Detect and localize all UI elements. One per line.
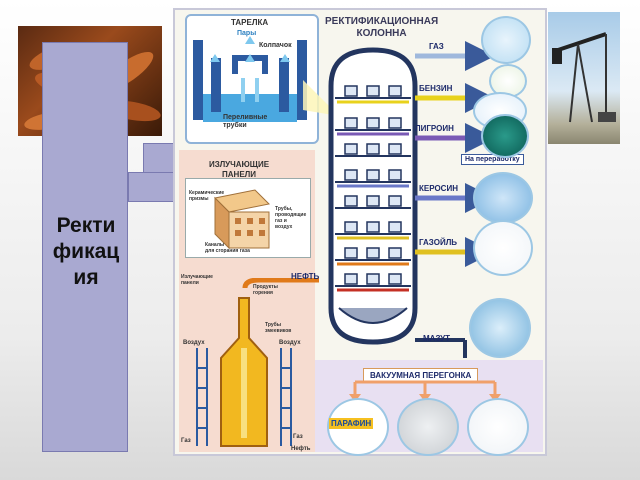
ceramic-prisms-line: призмы — [189, 196, 209, 202]
oil-pump-illustration — [552, 32, 616, 123]
gears-icon — [397, 398, 459, 456]
fraction-kerosin: КЕРОСИН — [419, 184, 458, 193]
combustion-products-label: Продукты горения — [253, 284, 278, 296]
distillation-diagram: ТАРЕЛКА Пары Колпачок Переливные трубки … — [173, 8, 547, 456]
barrel-icon — [481, 114, 529, 158]
title-panel: Ректи фикац ия — [42, 42, 128, 452]
gas-left-label: Газ — [181, 438, 191, 444]
fraction-gasoil: ГАЗОЙЛЬ — [419, 238, 458, 247]
column-illustration — [328, 47, 418, 345]
tray-overflow-label: Переливные трубки — [223, 114, 267, 130]
radiant-panels-line: Излучающие — [181, 274, 213, 280]
ship-icon — [469, 298, 531, 358]
gas-tank-icon — [481, 16, 531, 64]
tray-overflow-line: Переливные — [223, 114, 268, 121]
main-title-line: КОЛОННА — [356, 28, 407, 39]
tray-illustration — [193, 36, 307, 122]
tray-title: ТАРЕЛКА — [231, 18, 269, 27]
combustion-products-line: горения — [253, 290, 273, 296]
furnace-title: ИЗЛУЧАЮЩИЕ ПАНЕЛИ — [209, 160, 269, 180]
paraffin-label: ПАРАФИН — [329, 418, 374, 429]
main-title-line: РЕКТИФИКАЦИОННАЯ — [325, 16, 439, 27]
fraction-benzin: БЕНЗИН — [419, 84, 453, 93]
tubes-gas-air-line: газ и — [275, 218, 287, 224]
gas-channels-label: Каналы для сгорания газа — [205, 242, 250, 254]
tray-inset — [185, 14, 319, 144]
airplane-icon — [473, 172, 533, 224]
heat-exchanger-tubes-line: Трубы — [265, 322, 281, 328]
slide-title-line: ия — [73, 266, 99, 289]
main-title: РЕКТИФИКАЦИОННАЯ КОЛОННА — [325, 16, 438, 40]
tubes-gas-air-line: воздух — [275, 224, 293, 230]
furnace-illustration — [196, 278, 319, 447]
tubes-gas-air-line: Трубы, — [275, 206, 293, 212]
oil-pump-photo — [548, 12, 620, 144]
excavator-icon — [473, 220, 533, 276]
slide-title-line: Ректи — [56, 214, 116, 237]
fraction-gas: ГАЗ — [429, 42, 444, 51]
tray-overflow-line: трубки — [223, 122, 247, 129]
gas-channels-line: Каналы — [205, 242, 225, 248]
radiant-panels-label: Излучающие панели — [181, 274, 213, 286]
slide-title-line: фикац — [52, 240, 120, 263]
air-left-label: Воздух — [183, 340, 205, 346]
radiant-panel-illustration — [213, 189, 271, 250]
ceramic-prisms-label: Керамические призмы — [189, 190, 224, 202]
tray-cap-label: Колпачок — [259, 42, 292, 49]
gas-right-label: Газ — [293, 434, 303, 440]
furnace-title-line: ИЗЛУЧАЮЩИЕ — [209, 160, 270, 169]
radiant-panels-line: панели — [181, 280, 199, 286]
slide-title: Ректи фикац ия — [43, 213, 129, 291]
tubes-gas-air-line: проводящие — [275, 212, 307, 218]
heat-exchanger-tubes-line: змеевиков — [265, 328, 292, 334]
road-roller-icon — [467, 398, 529, 456]
heat-exchanger-tubes-label: Трубы змеевиков — [265, 322, 291, 334]
gas-channels-line: для сгорания газа — [205, 248, 250, 254]
combustion-products-line: Продукты — [253, 284, 278, 290]
furnace-title-line: ПАНЕЛИ — [222, 170, 257, 179]
air-right-label: Воздух — [279, 340, 301, 346]
fraction-mazut: МАЗУТ — [423, 334, 451, 343]
oil-out-label: Нефть — [291, 446, 311, 452]
feed-label: НЕФТЬ — [291, 272, 320, 281]
fraction-ligroin: ЛИГРОИН — [415, 124, 454, 133]
ceramic-prisms-line: Керамические — [189, 190, 225, 196]
tray-vapors-label: Пары — [237, 30, 257, 37]
tubes-gas-air-label: Трубы, проводящие газ и воздух — [275, 206, 306, 230]
